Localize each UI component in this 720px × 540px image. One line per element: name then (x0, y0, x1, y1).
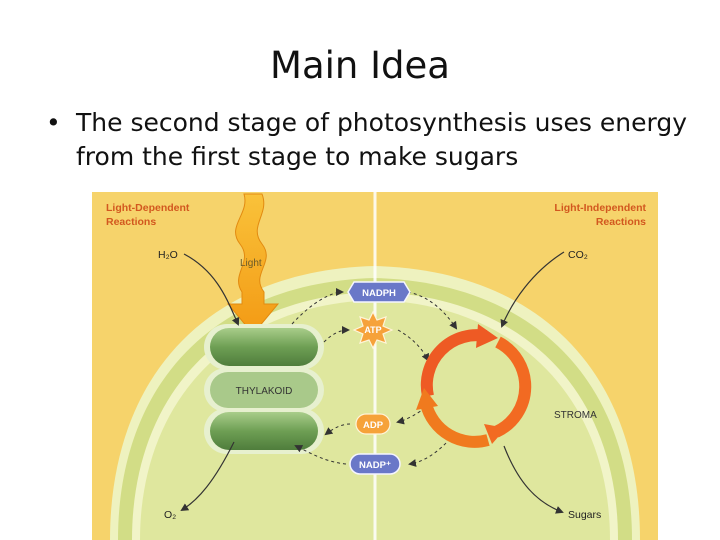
nadph-label: NADPH (362, 288, 396, 299)
o2-output-arrow (180, 441, 235, 512)
thylakoid-label: THYLAKOID (236, 386, 293, 397)
left-header-line2: Reactions (106, 216, 156, 228)
thylakoid-disc-3 (210, 412, 318, 450)
nadp-to-thylakoid-arrow (294, 445, 347, 465)
light-arrow-icon (226, 193, 280, 335)
calvin-cycle-icon (416, 324, 532, 448)
left-header-line1: Light-Dependent (106, 202, 190, 214)
atp-badge (352, 310, 394, 350)
nadph-out-arrow (291, 288, 344, 325)
adp-label: ADP (363, 420, 384, 431)
h2o-input-arrow (183, 253, 240, 326)
thylakoid-disc-2 (210, 372, 318, 408)
nadp-badge (349, 453, 401, 475)
bullet-text: The second stage of photosynthesis uses … (76, 108, 688, 171)
slide-title: Main Idea (270, 44, 450, 87)
right-header-line1: Light-Independent (554, 202, 646, 214)
atp-out-arrow (323, 326, 350, 343)
thylakoid-disc-1 (210, 328, 318, 366)
light-label: Light (240, 258, 262, 269)
stroma-label: STROMA (554, 410, 597, 421)
o2-label: O₂ (164, 509, 176, 521)
nadph-to-cycle-arrow (407, 291, 458, 330)
adp-to-thylakoid-arrow (324, 423, 351, 436)
diagram-canvas: Light-Dependent Reactions Light-Independ… (92, 192, 658, 540)
bullet-icon: • (46, 108, 61, 137)
right-header-line2: Reactions (596, 216, 646, 228)
nadph-badge (347, 281, 411, 303)
main-idea-bullet: • The second stage of photosynthesis use… (46, 106, 696, 174)
co2-input-arrow (500, 251, 565, 328)
sugars-output-arrow (503, 445, 564, 514)
photosynthesis-diagram: Light-Dependent Reactions Light-Independ… (92, 192, 658, 540)
sugars-label: Sugars (568, 509, 601, 521)
h2o-label: H₂O (158, 249, 178, 261)
co2-label: CO₂ (568, 249, 588, 261)
atp-label: ATP (364, 325, 381, 335)
adp-badge (355, 413, 391, 435)
nadp-label: NADP⁺ (359, 460, 391, 471)
